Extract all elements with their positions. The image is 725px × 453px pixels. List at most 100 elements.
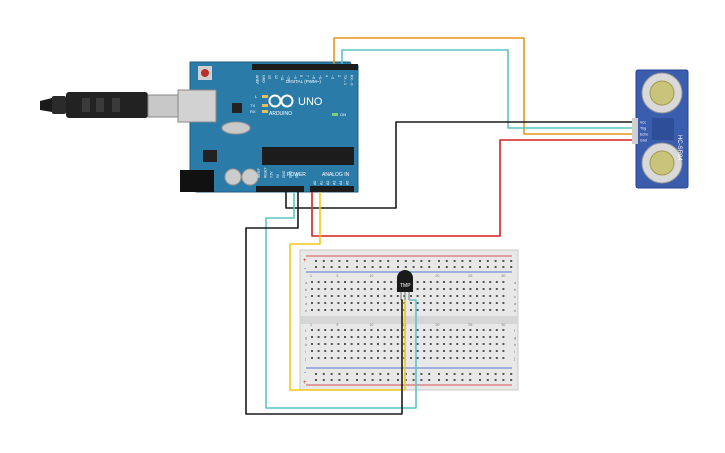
breadboard-rail-hole bbox=[510, 266, 513, 268]
breadboard-hole bbox=[456, 295, 459, 297]
breadboard-rail-hole bbox=[502, 266, 505, 268]
breadboard-hole bbox=[311, 329, 313, 331]
power-pin-label: 5V bbox=[276, 173, 280, 178]
breadboard-rail-hole bbox=[412, 379, 415, 381]
breadboard-hole bbox=[469, 302, 472, 304]
breadboard-hole bbox=[443, 350, 445, 352]
wire-orange-trig[interactable] bbox=[333, 37, 632, 135]
breadboard-hole bbox=[377, 357, 379, 359]
usb-cable[interactable] bbox=[40, 92, 183, 118]
wire-black-gnd-ultra[interactable] bbox=[285, 121, 632, 209]
ultrasonic-pin-label: Echo bbox=[640, 133, 648, 137]
ultrasonic-transducer-top bbox=[641, 72, 683, 114]
wire-teal-5v[interactable] bbox=[265, 192, 417, 409]
breadboard-column-number: 20 bbox=[435, 323, 439, 327]
breadboard-hole bbox=[476, 302, 478, 304]
breadboard-hole bbox=[337, 343, 340, 345]
breadboard-rail-hole bbox=[453, 379, 456, 381]
breadboard-hole bbox=[370, 302, 373, 304]
breadboard-rail-hole bbox=[453, 266, 456, 268]
wires bbox=[245, 37, 632, 415]
breadboard-hole bbox=[462, 302, 465, 304]
breadboard-row-letter: i bbox=[305, 349, 306, 354]
analog-pin-label: A1 bbox=[320, 181, 324, 185]
breadboard-rail-hole bbox=[469, 260, 472, 262]
breadboard-hole bbox=[383, 329, 386, 331]
breadboard-hole bbox=[423, 336, 426, 338]
temperature-sensor[interactable]: TMP bbox=[397, 270, 413, 300]
breadboard-hole bbox=[476, 295, 478, 297]
breadboard-hole bbox=[489, 288, 492, 290]
breadboard-rail-hole bbox=[461, 373, 464, 375]
breadboard-hole bbox=[363, 295, 366, 297]
breadboard-hole bbox=[344, 329, 346, 331]
power-header bbox=[256, 186, 304, 192]
breadboard-hole bbox=[383, 281, 386, 283]
digital-pin-label: 12 bbox=[274, 75, 278, 79]
breadboard-hole bbox=[482, 343, 485, 345]
breadboard-hole bbox=[383, 350, 386, 352]
breadboard-hole bbox=[383, 295, 386, 297]
reset-button[interactable] bbox=[201, 69, 209, 77]
breadboard-hole bbox=[317, 309, 320, 311]
breadboard-hole bbox=[344, 288, 346, 290]
breadboard-hole bbox=[410, 329, 412, 331]
breadboard-hole bbox=[370, 350, 373, 352]
breadboard-rail-hole bbox=[397, 379, 399, 381]
breadboard-rail-hole bbox=[387, 379, 390, 381]
wire-teal-echo[interactable] bbox=[341, 49, 632, 129]
breadboard-rail-hole bbox=[322, 266, 325, 268]
arduino-uno-board[interactable]: L TX RX ON ARDUINO UNO DIGITAL (PWM~) PO… bbox=[177, 61, 359, 193]
breadboard-hole bbox=[350, 302, 353, 304]
breadboard-hole bbox=[396, 329, 399, 331]
breadboard-hole bbox=[482, 288, 485, 290]
breadboard-hole bbox=[383, 309, 386, 311]
usb-connector-metal bbox=[147, 94, 183, 118]
breadboard-hole bbox=[429, 281, 432, 283]
breadboard-hole bbox=[469, 336, 472, 338]
breadboard-rail-hole bbox=[404, 266, 407, 268]
breadboard-hole bbox=[363, 350, 366, 352]
breadboard-rail-hole bbox=[412, 266, 415, 268]
breadboard-hole bbox=[456, 309, 459, 311]
power-pin-label: GND bbox=[282, 170, 286, 178]
breadboard-hole bbox=[363, 302, 366, 304]
breadboard-hole bbox=[436, 295, 439, 297]
breadboard-rail-hole bbox=[486, 379, 489, 381]
breadboard-hole bbox=[311, 288, 313, 290]
wire-black-gnd-tmp[interactable] bbox=[245, 192, 403, 415]
breadboard-rail-hole bbox=[453, 260, 456, 262]
breadboard-hole bbox=[469, 288, 472, 290]
breadboard-hole bbox=[350, 288, 353, 290]
analog-pin-label: A2 bbox=[326, 181, 330, 185]
breadboard-rail-hole bbox=[330, 379, 333, 381]
breadboard-hole bbox=[476, 350, 478, 352]
breadboard-rail-hole bbox=[428, 266, 431, 268]
breadboard-hole bbox=[377, 309, 379, 311]
breadboard-rail-hole bbox=[420, 373, 423, 375]
breadboard-hole bbox=[390, 343, 393, 345]
wire-yellow-a0[interactable] bbox=[289, 192, 406, 391]
breadboard-hole bbox=[443, 281, 445, 283]
capacitor-1 bbox=[224, 168, 242, 186]
breadboard-hole bbox=[390, 336, 393, 338]
breadboard-hole bbox=[350, 350, 353, 352]
breadboard-hole bbox=[429, 302, 432, 304]
breadboard-hole bbox=[489, 295, 492, 297]
breadboard-hole bbox=[489, 302, 492, 304]
breadboard-rail-hole bbox=[502, 260, 505, 262]
breadboard-hole bbox=[436, 343, 439, 345]
breadboard-hole bbox=[429, 295, 432, 297]
wire-red-vcc-ultra[interactable] bbox=[311, 139, 632, 237]
breadboard-hole bbox=[482, 357, 485, 359]
breadboard-hole bbox=[449, 350, 452, 352]
breadboard-row-letter: a bbox=[305, 280, 308, 285]
breadboard-hole bbox=[489, 329, 492, 331]
breadboard-hole bbox=[449, 295, 452, 297]
breadboard-hole bbox=[462, 329, 465, 331]
breadboard-hole bbox=[423, 329, 426, 331]
breadboard-hole bbox=[324, 288, 327, 290]
